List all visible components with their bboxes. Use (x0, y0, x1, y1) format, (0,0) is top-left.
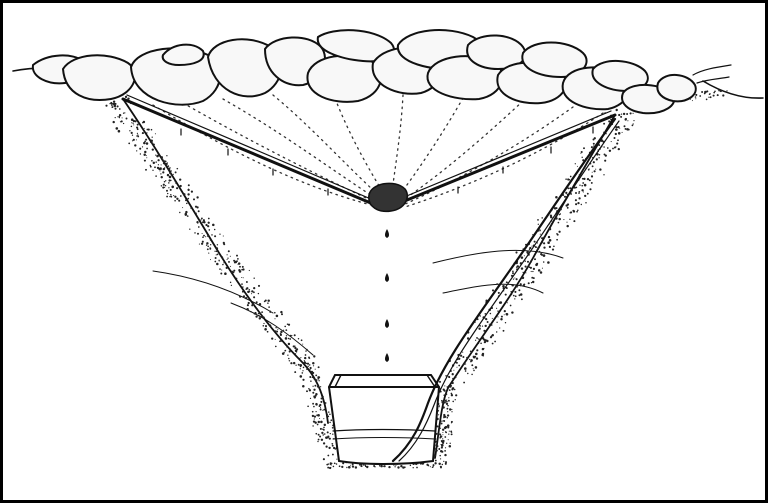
plastic-sheet-icon (123, 95, 615, 209)
center-stone-icon (369, 183, 408, 211)
stone-layer-icon (33, 30, 731, 113)
diagram-canvas (3, 3, 765, 500)
